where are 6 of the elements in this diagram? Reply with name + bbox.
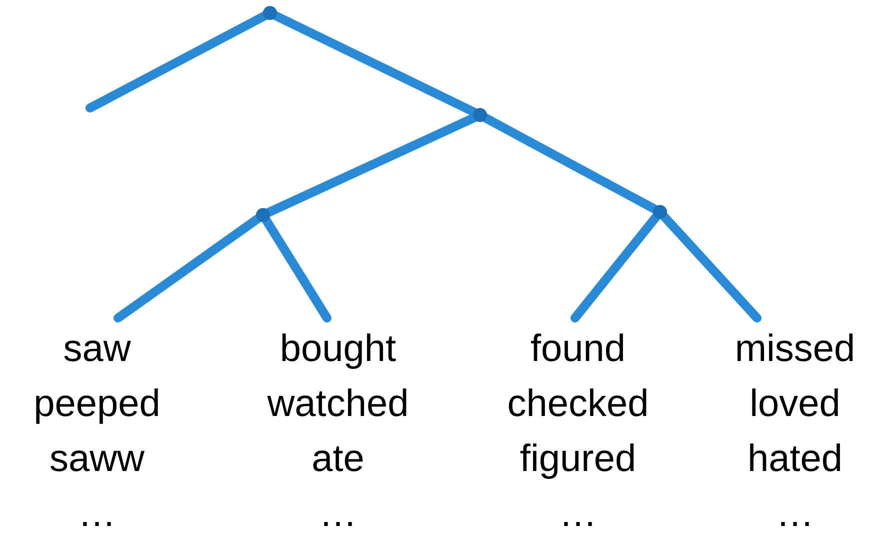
word-list: bought watched ate … — [243, 318, 433, 540]
word-list: found checked figured … — [488, 318, 668, 540]
word-list: missed loved hated … — [712, 318, 871, 540]
branch-point — [256, 208, 270, 222]
word-list: saw peeped saww … — [12, 318, 182, 540]
branch-point — [263, 6, 277, 20]
